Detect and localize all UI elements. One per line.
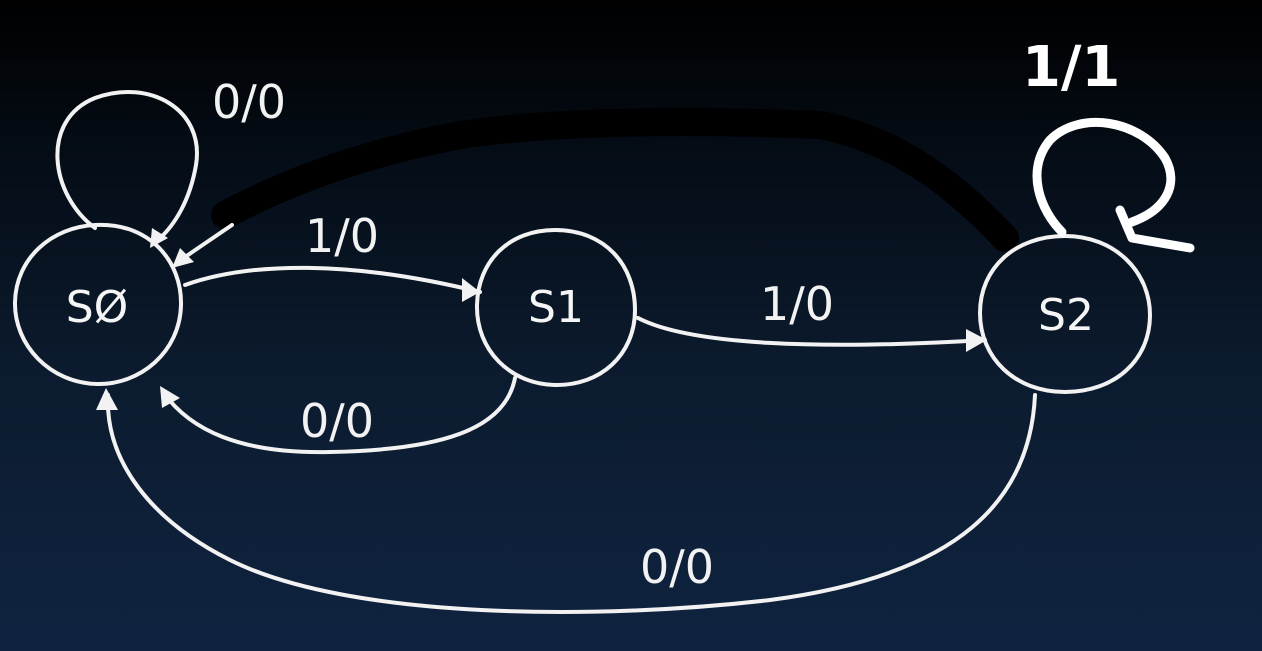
arrowhead-icon	[96, 388, 118, 410]
transition-s0-self[interactable]: 0/0	[55, 75, 286, 248]
arrowhead-icon	[160, 386, 180, 408]
label-s2-self: 1/1	[1022, 35, 1120, 100]
arrowhead-icon	[966, 329, 987, 352]
arrow-into-s0	[172, 223, 234, 268]
transition-s2-self[interactable]: 1/1	[1022, 35, 1195, 253]
state-s1-label: S1	[528, 282, 584, 333]
label-s1-s2: 1/0	[760, 277, 834, 331]
state-s2-label: S2	[1038, 290, 1094, 341]
transition-s1-s2[interactable]: 1/0	[636, 277, 987, 352]
transition-s2-s0[interactable]: 0/0	[96, 388, 1037, 614]
arrowhead-icon	[172, 248, 194, 268]
label-s2-s0: 0/0	[640, 540, 714, 594]
state-s1[interactable]: S1	[474, 228, 637, 388]
scribble-mark	[211, 108, 1019, 252]
label-s0-self: 0/0	[212, 75, 286, 129]
transition-s1-s0[interactable]: 0/0	[160, 376, 517, 455]
transition-s0-s1[interactable]: 1/0	[183, 209, 482, 302]
state-s2[interactable]: S2	[978, 234, 1152, 394]
label-s1-s0: 0/0	[300, 394, 374, 448]
arrowhead-icon	[150, 228, 168, 248]
arrowhead-icon	[462, 278, 480, 302]
state-s0-label: SØ	[66, 282, 129, 333]
state-s0[interactable]: SØ	[12, 222, 184, 387]
label-s0-s1: 1/0	[305, 209, 379, 263]
